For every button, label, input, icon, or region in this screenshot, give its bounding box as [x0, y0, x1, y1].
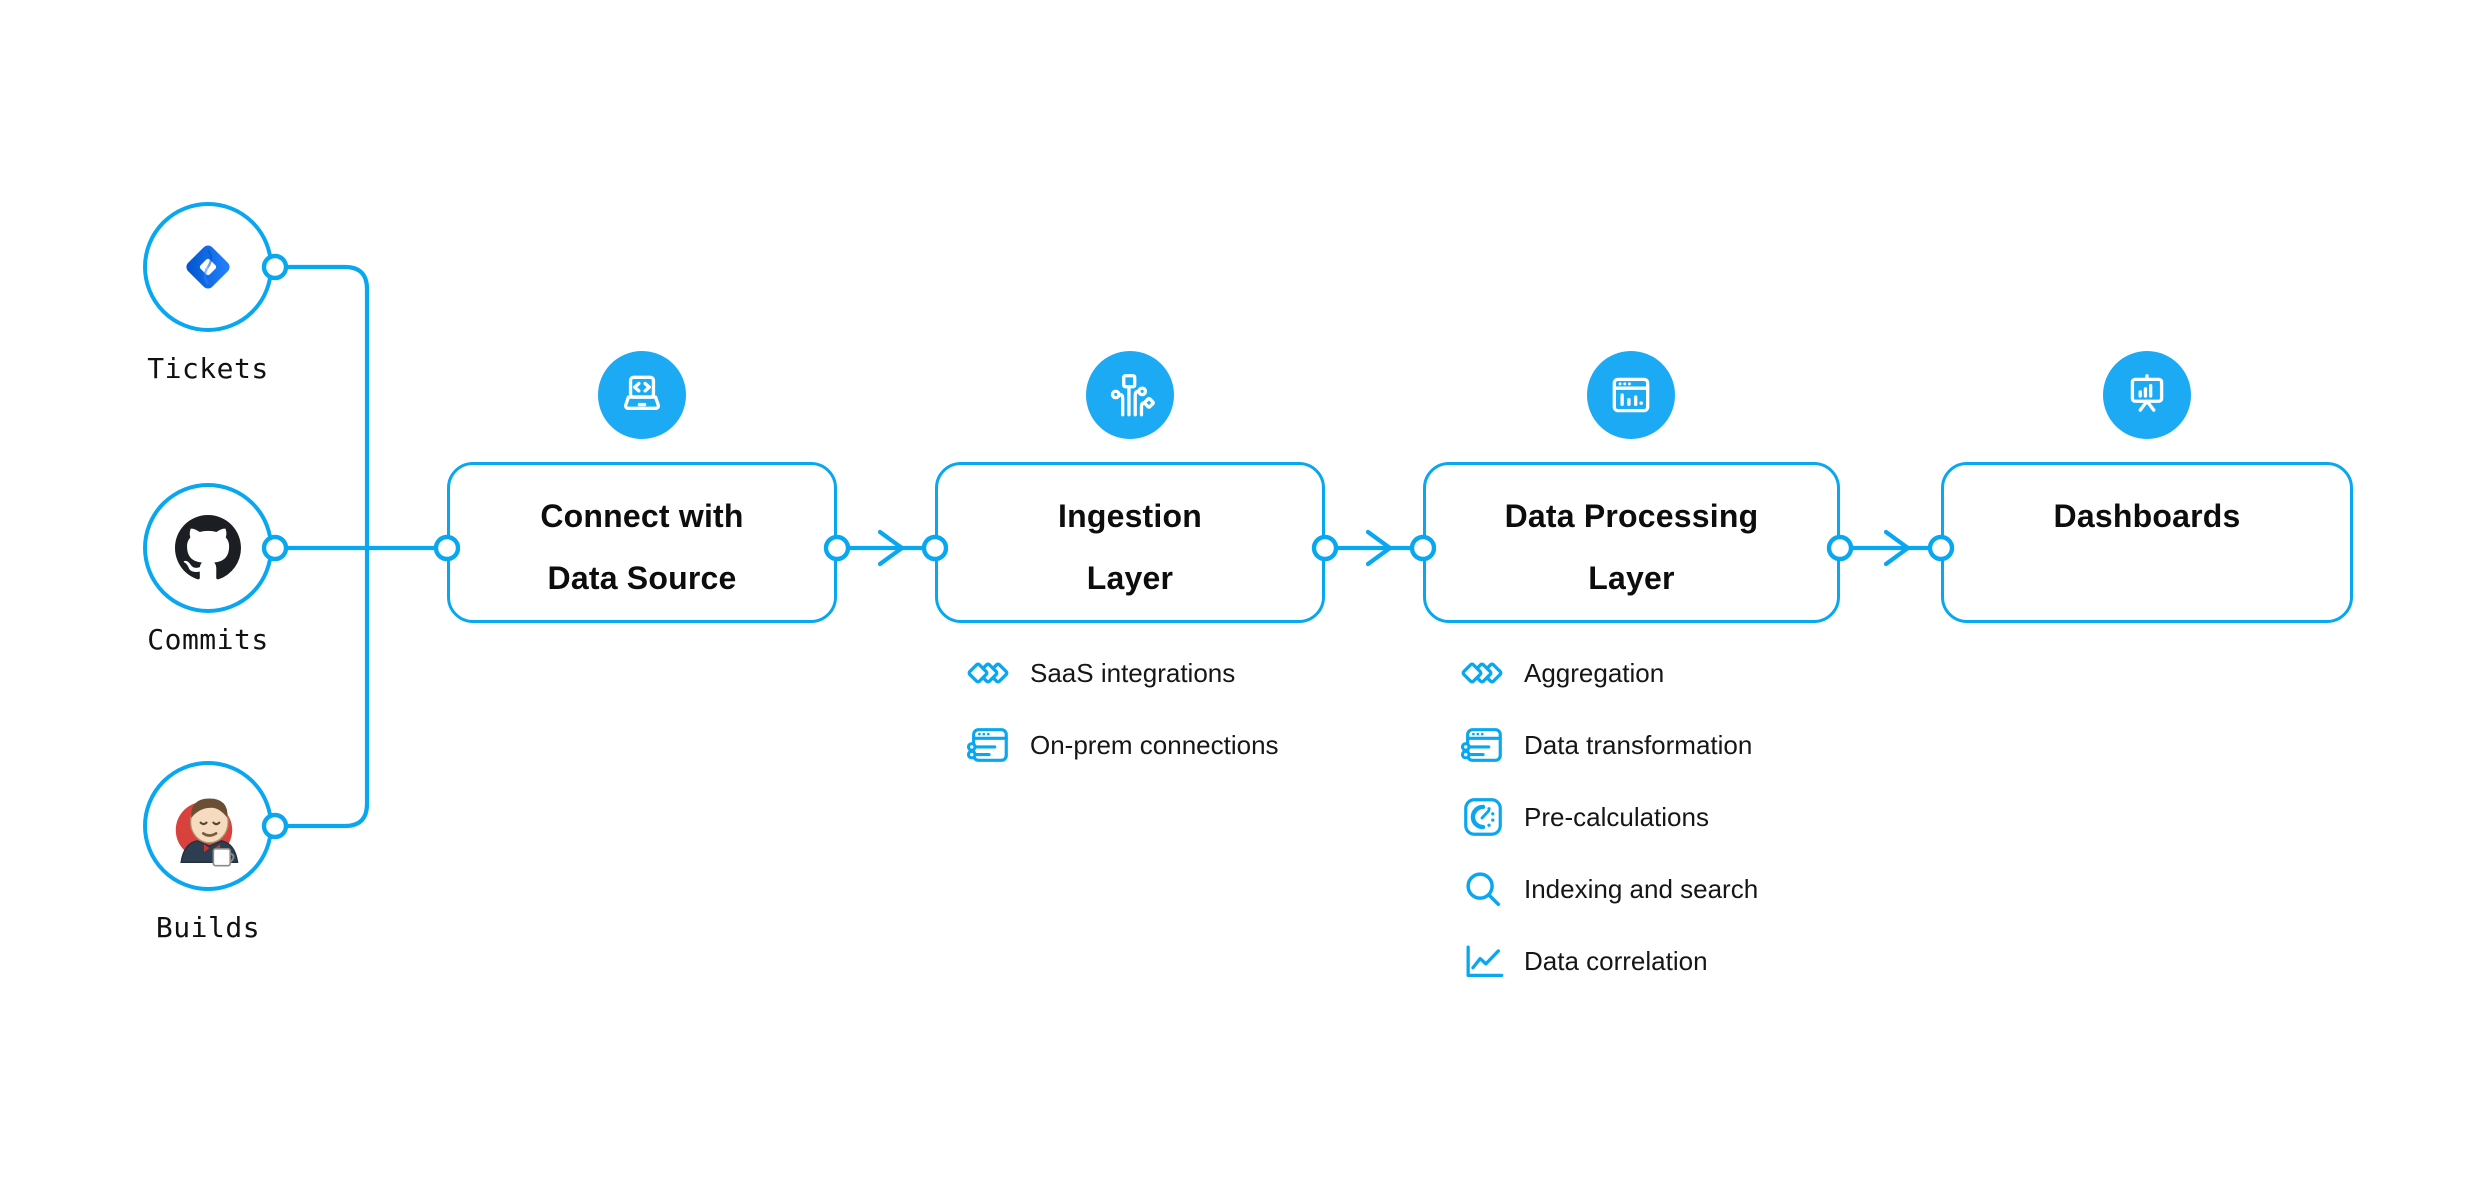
feature-label: Data transformation: [1524, 729, 1753, 760]
processing-feature-list: Aggregation Data transformation: [1460, 648, 1758, 1008]
laptop-code-icon: [623, 375, 661, 410]
github-icon: [175, 515, 241, 580]
stage-title: Dashboards: [2053, 498, 2241, 534]
sliders-window-icon: [966, 722, 1012, 768]
source-node-builds: [143, 761, 273, 891]
jira-icon: [186, 245, 230, 289]
diamonds-icon: [966, 650, 1012, 696]
feature-label: Pre-calculations: [1524, 801, 1709, 832]
presentation-chart-icon: [2130, 374, 2164, 412]
sliders-window-icon: [1460, 722, 1506, 768]
feature-label: Data correlation: [1524, 945, 1708, 976]
source-label-tickets: Tickets: [147, 352, 269, 385]
list-item: Data correlation: [1460, 936, 1758, 986]
window-chart-icon: [1612, 377, 1650, 413]
stage-box-dashboards: Dashboards: [1941, 462, 2353, 623]
stage-box-connect-with-data-source: Connect with Data Source: [447, 462, 837, 623]
line-chart-icon: [1460, 938, 1506, 984]
feature-label: On-prem connections: [1030, 729, 1279, 760]
feature-label: SaaS integrations: [1030, 657, 1236, 688]
stage-badge-connect: [598, 351, 686, 439]
arrow-chevron: [1883, 529, 1912, 567]
jenkins-icon: [175, 798, 239, 867]
source-node-tickets: [143, 202, 273, 332]
arrow-chevron: [1365, 529, 1394, 567]
feature-label: Aggregation: [1524, 657, 1665, 688]
stage-title: Ingestion Layer: [1057, 498, 1203, 596]
stage-title: Data Processing Layer: [1504, 498, 1759, 596]
arrow-chevron: [877, 529, 906, 567]
source-node-commits: [143, 483, 273, 613]
source-label-commits: Commits: [147, 623, 269, 656]
list-item: Data transformation: [1460, 720, 1758, 770]
source-label-builds: Builds: [155, 911, 261, 944]
list-item: Indexing and search: [1460, 864, 1758, 914]
stage-badge-ingestion: [1086, 351, 1174, 439]
stage-badge-processing: [1587, 351, 1675, 439]
stage-badge-dashboards: [2103, 351, 2191, 439]
stage-box-ingestion-layer: Ingestion Layer: [935, 462, 1325, 623]
list-item: SaaS integrations: [966, 648, 1279, 698]
list-item: Aggregation: [1460, 648, 1758, 698]
search-icon: [1460, 866, 1506, 912]
stage-box-data-processing-layer: Data Processing Layer: [1423, 462, 1840, 623]
ingestion-pipes-icon: [1110, 374, 1155, 417]
feature-label: Indexing and search: [1524, 873, 1759, 904]
gauge-icon: [1460, 794, 1506, 840]
ingestion-feature-list: SaaS integrations On-prem connections: [966, 648, 1279, 792]
list-item: On-prem connections: [966, 720, 1279, 770]
list-item: Pre-calculations: [1460, 792, 1758, 842]
diamonds-icon: [1460, 650, 1506, 696]
trunk-line: [273, 264, 370, 829]
stage-title: Connect with Data Source: [540, 498, 744, 596]
